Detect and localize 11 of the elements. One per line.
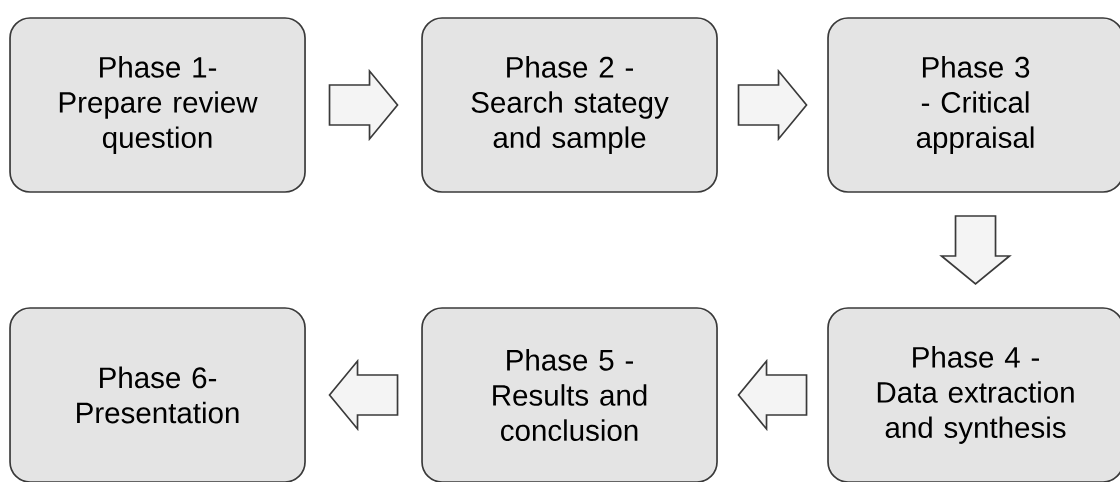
process-box: Phase 1- Prepare review question — [9, 17, 306, 193]
process-box: Phase 6- Presentation — [9, 307, 306, 482]
block-arrow — [737, 68, 808, 142]
process-box: Phase 5 - Results and conclusion — [421, 307, 718, 482]
block-arrow — [939, 215, 1012, 286]
process-box: Phase 4 - Data extraction and synthesis — [827, 307, 1120, 482]
process-box: Phase 3 - Critical appraisal — [827, 17, 1120, 193]
block-arrow — [737, 358, 808, 432]
process-box: Phase 2 - Search stategy and sample — [421, 17, 718, 193]
block-arrow — [328, 68, 399, 142]
block-arrow — [328, 358, 399, 432]
